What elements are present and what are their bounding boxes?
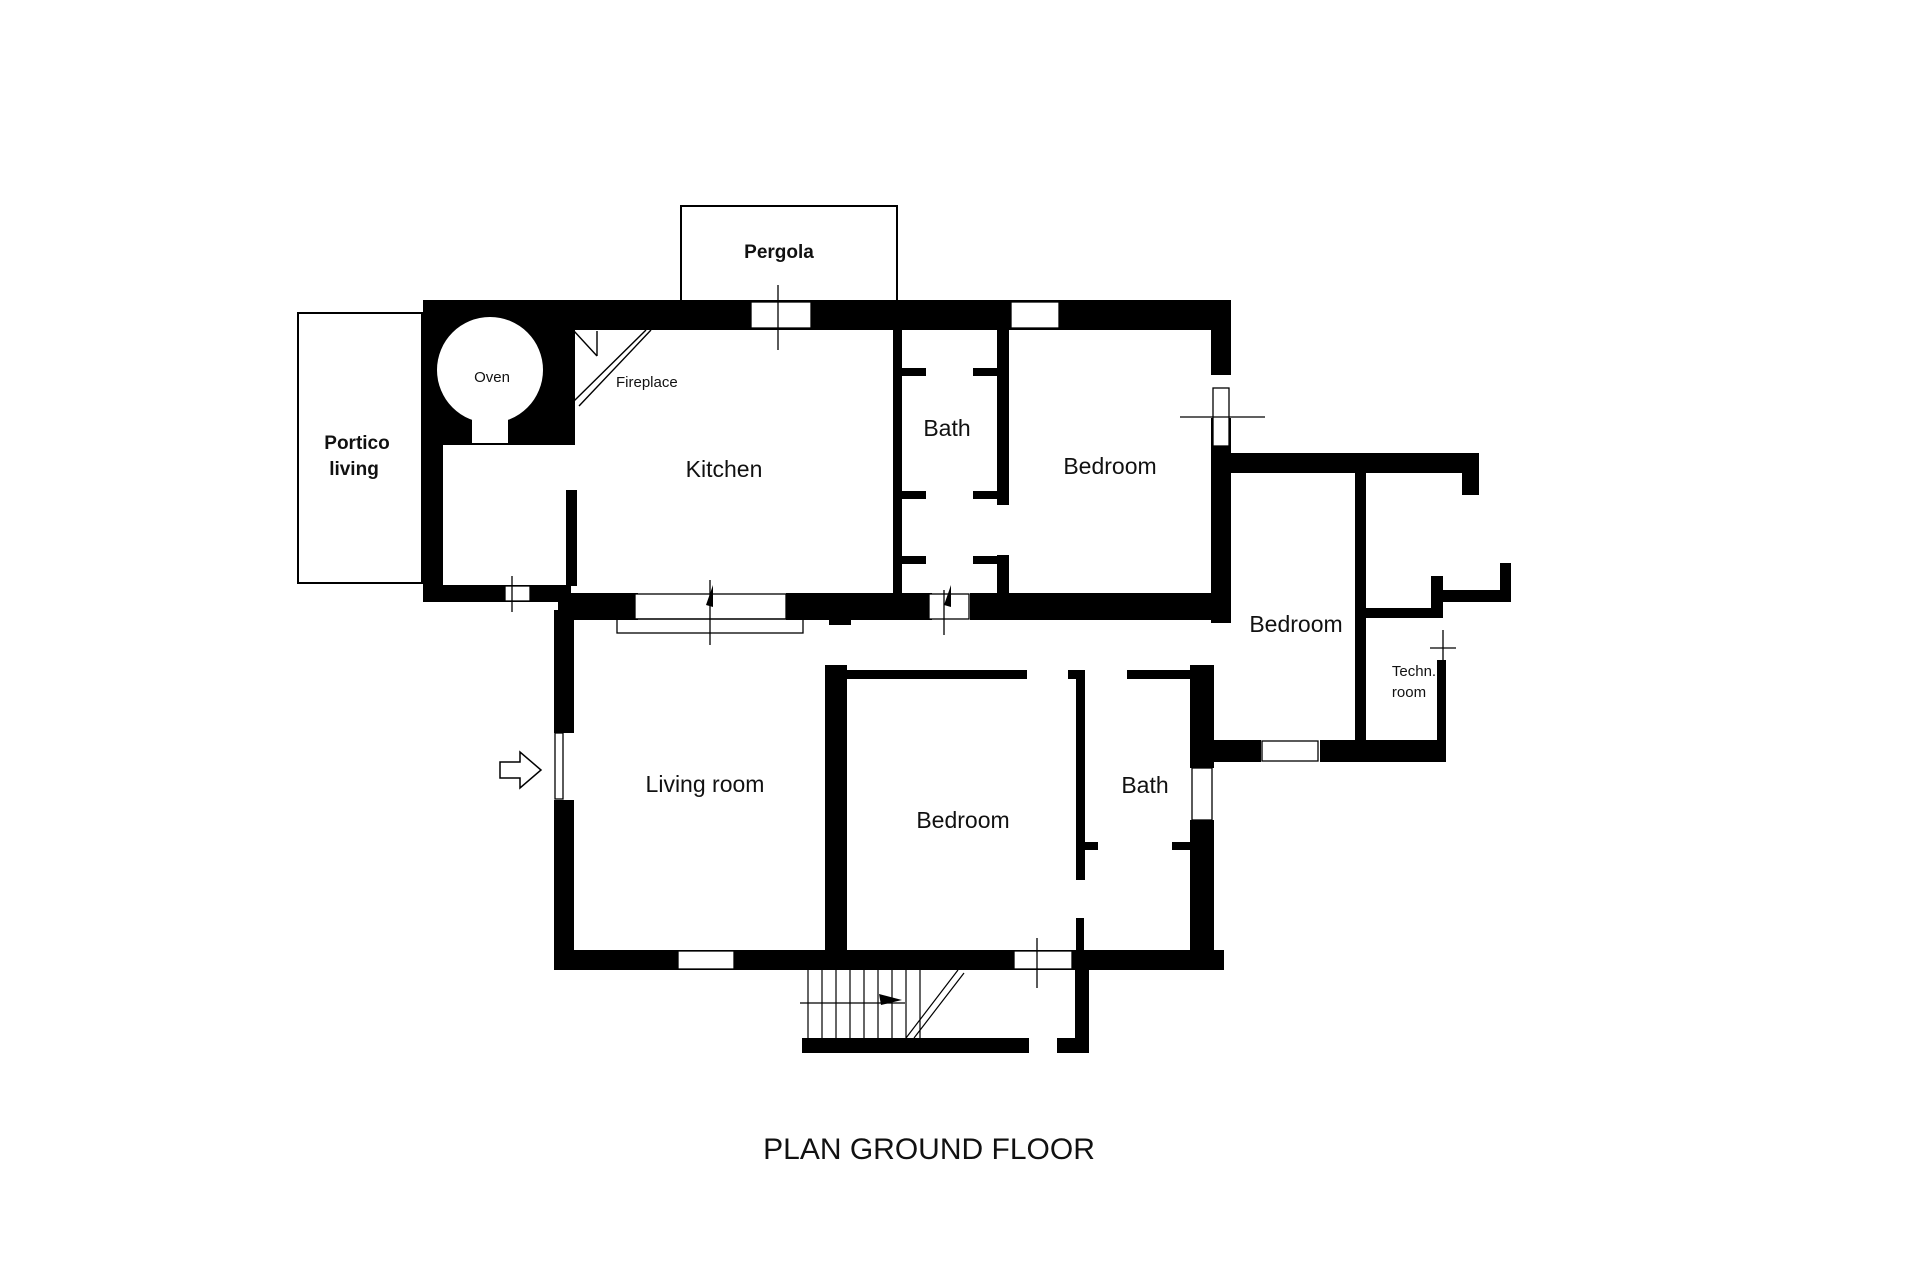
walls	[423, 300, 1511, 1053]
bedroom-right-label: Bedroom	[1249, 611, 1342, 637]
oven-label: Oven	[474, 369, 510, 386]
portico-label-line1: Portico	[324, 433, 389, 454]
bedroom-top-label: Bedroom	[1063, 453, 1156, 479]
bath-bottom-label: Bath	[1121, 772, 1168, 798]
kitchen-label: Kitchen	[686, 456, 763, 482]
windows	[504, 285, 1456, 988]
portico-label-line2: living	[329, 459, 379, 480]
pergola-label: Pergola	[744, 242, 814, 263]
stairs	[800, 969, 965, 1039]
techn-room-label-line1: Techn.	[1392, 663, 1436, 680]
bedroom-bottom-label: Bedroom	[916, 807, 1009, 833]
portico-outline	[297, 312, 423, 584]
entrance-arrow-icon[interactable]	[499, 750, 543, 790]
techn-room-label-line2: room	[1392, 684, 1426, 701]
living-room-label: Living room	[646, 771, 765, 797]
plan-title: PLAN GROUND FLOOR	[763, 1133, 1095, 1166]
fireplace-symbol	[573, 329, 652, 407]
door-markers	[706, 585, 951, 1005]
fireplace-label: Fireplace	[616, 374, 678, 391]
oven	[437, 317, 543, 443]
bath-top-label: Bath	[923, 415, 970, 441]
